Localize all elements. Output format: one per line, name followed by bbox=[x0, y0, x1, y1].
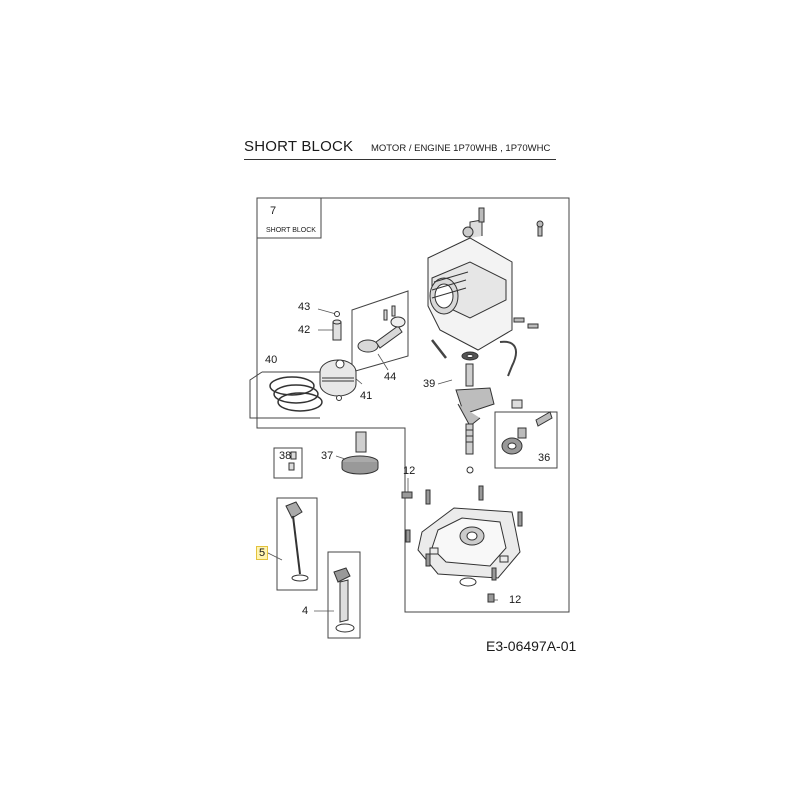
dipstick-drawing bbox=[285, 501, 309, 582]
callout-40: 40 bbox=[265, 354, 278, 366]
short-block-frame bbox=[256, 197, 570, 613]
callout-37: 37 bbox=[321, 450, 334, 462]
valve-lifters-drawing bbox=[288, 451, 297, 471]
callout-39: 39 bbox=[423, 378, 436, 390]
block-bolts bbox=[478, 207, 544, 329]
engine-model-subtitle: MOTOR / ENGINE 1P70WHB , 1P70WHC bbox=[371, 143, 551, 154]
key-clip bbox=[511, 399, 523, 409]
conrod-bracket bbox=[351, 290, 409, 373]
parts-36-box bbox=[494, 411, 558, 469]
assembly-label: SHORT BLOCK bbox=[266, 227, 316, 234]
connecting-rod-drawing bbox=[357, 305, 406, 353]
engine-block-drawing bbox=[427, 219, 513, 351]
cover-bolts bbox=[401, 485, 523, 603]
callout-41: 41 bbox=[360, 390, 373, 402]
leader-39 bbox=[437, 379, 453, 385]
callout-43: 43 bbox=[298, 301, 311, 313]
crankshaft-drawing bbox=[455, 363, 495, 455]
governor-gear-drawing bbox=[501, 411, 553, 455]
header-divider bbox=[244, 159, 556, 160]
governor-link bbox=[499, 340, 517, 377]
callout-38: 38 bbox=[279, 450, 292, 462]
piston-pin-drawing bbox=[332, 311, 342, 401]
dipstick-box bbox=[276, 497, 318, 591]
callout-12-upper: 12 bbox=[403, 465, 416, 477]
assembly-label-box bbox=[256, 197, 322, 239]
crankcase-cover-drawing bbox=[417, 507, 521, 579]
drawing-code: E3-06497A-01 bbox=[486, 638, 577, 654]
parts-38-box bbox=[273, 447, 303, 479]
piston-group-box bbox=[249, 371, 325, 419]
piston-drawing bbox=[319, 359, 357, 397]
assembly-number: 7 bbox=[270, 205, 277, 217]
piston-rings-drawing bbox=[269, 376, 323, 412]
camshaft-drawing bbox=[341, 431, 379, 475]
leader-44 bbox=[377, 353, 389, 371]
bearing-drawing bbox=[461, 351, 479, 361]
leader-43 bbox=[317, 308, 337, 315]
callout-42: 42 bbox=[298, 324, 311, 336]
breather-tube bbox=[431, 339, 447, 359]
dipstick-tube-box bbox=[327, 551, 361, 639]
callout-4: 4 bbox=[302, 605, 309, 617]
callout-44: 44 bbox=[384, 371, 397, 383]
callout-12-lower: 12 bbox=[509, 594, 522, 606]
woodruff-key bbox=[466, 466, 474, 474]
page-title: SHORT BLOCK bbox=[244, 138, 354, 155]
callout-36: 36 bbox=[538, 452, 551, 464]
leader-5 bbox=[265, 551, 283, 561]
oil-seal bbox=[459, 577, 477, 587]
dipstick-tube-drawing bbox=[333, 567, 355, 633]
callout-5-highlighted: 5 bbox=[256, 546, 269, 560]
